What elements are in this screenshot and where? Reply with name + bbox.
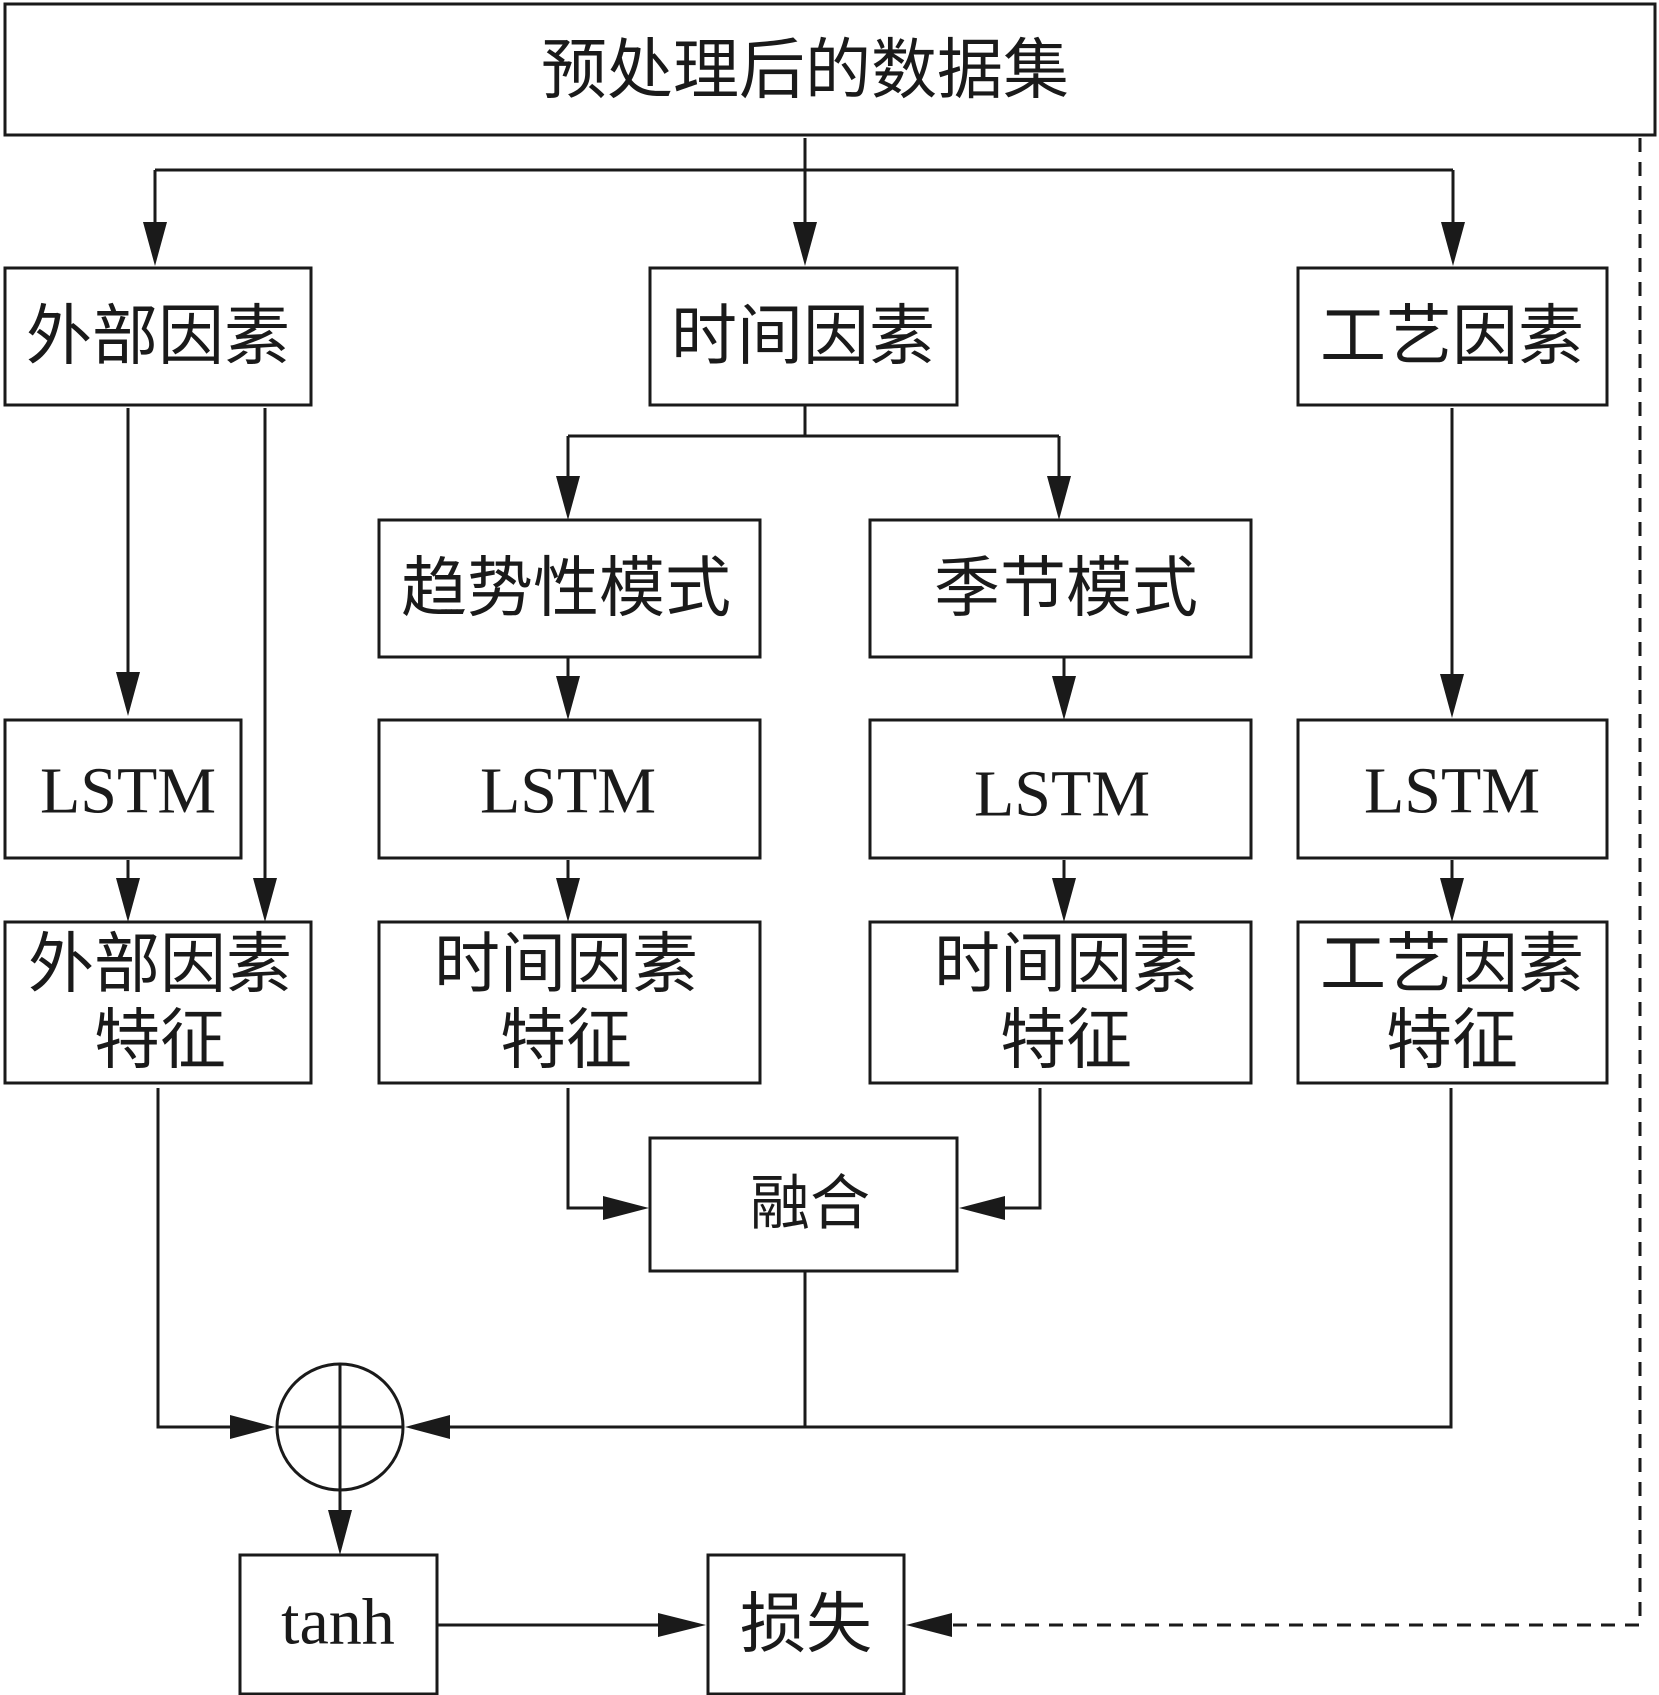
arrowhead-to-lstm-trend <box>556 676 580 720</box>
arrowhead-into-fusion-left <box>603 1196 649 1220</box>
arrowhead-to-seasonal <box>1047 476 1071 520</box>
arrowhead-into-sum-right <box>405 1415 450 1439</box>
fusion-label: 融合 <box>750 1169 870 1239</box>
arrowhead-to-feature-trend <box>556 878 580 922</box>
circle-plus-icon <box>275 1362 405 1492</box>
time-factors-box: 时间因素 <box>648 266 959 407</box>
arrowhead-to-feature-external-b <box>253 878 277 922</box>
tanh-label: tanh <box>281 1586 395 1659</box>
arrowhead-to-lstm-process <box>1440 674 1464 718</box>
loss-label: 损失 <box>740 1586 872 1663</box>
arrowhead-to-process <box>1441 222 1465 266</box>
trend-pattern-box: 趋势性模式 <box>377 518 762 659</box>
arrowhead-to-trend <box>556 476 580 520</box>
lstm-trend-label: LSTM <box>480 755 656 828</box>
lstm-seasonal-label: LSTM <box>974 758 1150 831</box>
connector-right-to-sum <box>442 1088 1453 1429</box>
process-feature-box: 工艺因素 特征 <box>1296 920 1609 1085</box>
external-feature-line1: 外部因素 <box>28 926 292 1003</box>
external-factors-box: 外部因素 <box>3 266 313 407</box>
process-factors-label: 工艺因素 <box>1320 298 1584 375</box>
arrowhead-to-feature-external-a <box>116 878 140 922</box>
process-factors-box: 工艺因素 <box>1296 266 1609 407</box>
trend-feature-line1: 时间因素 <box>434 926 698 1003</box>
arrowhead-dashed-to-loss <box>906 1613 952 1637</box>
arrowhead-into-sum-left <box>230 1415 275 1439</box>
connector-dataset-to-loss-dashed <box>945 138 1642 1627</box>
lstm-external-label: LSTM <box>40 755 216 828</box>
arrowhead-to-tanh <box>328 1510 352 1555</box>
lstm-process-label: LSTM <box>1364 755 1540 828</box>
trend-pattern-label: 趋势性模式 <box>401 550 731 627</box>
arrowhead-to-lstm-seasonal <box>1052 676 1076 720</box>
connector-trend-feature-to-fusion <box>566 1088 615 1210</box>
connector-external-feature-to-sum <box>156 1088 238 1429</box>
time-factors-label: 时间因素 <box>671 298 935 375</box>
connector-dataset-split <box>153 138 1455 240</box>
arrowhead-to-feature-seasonal <box>1052 878 1076 922</box>
external-factors-label: 外部因素 <box>26 298 290 375</box>
loss-box: 损失 <box>706 1553 906 1695</box>
trend-feature-line2: 特征 <box>500 1002 632 1079</box>
dataset-box: 预处理后的数据集 <box>3 2 1657 137</box>
fusion-box: 融合 <box>648 1136 959 1273</box>
arrowheads <box>116 222 1465 1637</box>
lstm-seasonal-box: LSTM <box>868 718 1253 860</box>
seasonal-feature-box: 时间因素 特征 <box>868 920 1253 1085</box>
process-feature-line2: 特征 <box>1386 1002 1518 1079</box>
connectors <box>126 138 1642 1627</box>
external-feature-box: 外部因素 特征 <box>3 920 313 1085</box>
connector-seasonal-feature-to-fusion <box>1005 1088 1042 1210</box>
process-feature-line1: 工艺因素 <box>1320 926 1584 1003</box>
external-feature-line2: 特征 <box>94 1002 226 1079</box>
seasonal-pattern-label: 季节模式 <box>934 550 1198 627</box>
arrowhead-to-feature-process <box>1440 878 1464 922</box>
connector-time-split <box>566 406 1061 492</box>
arrowhead-into-fusion-right <box>959 1196 1005 1220</box>
seasonal-pattern-box: 季节模式 <box>868 518 1253 659</box>
arrowhead-to-time <box>793 222 817 266</box>
lstm-external-box: LSTM <box>3 718 243 860</box>
arrowhead-to-external <box>143 222 167 266</box>
trend-feature-box: 时间因素 特征 <box>377 920 762 1085</box>
seasonal-feature-line1: 时间因素 <box>934 926 1198 1003</box>
lstm-trend-box: LSTM <box>377 718 762 860</box>
arrowhead-tanh-to-loss <box>658 1613 706 1637</box>
arrowhead-to-lstm-external <box>116 672 140 716</box>
tanh-box: tanh <box>238 1553 439 1695</box>
seasonal-feature-line2: 特征 <box>1000 1002 1132 1079</box>
lstm-process-box: LSTM <box>1296 718 1609 860</box>
dataset-label: 预处理后的数据集 <box>541 32 1069 109</box>
